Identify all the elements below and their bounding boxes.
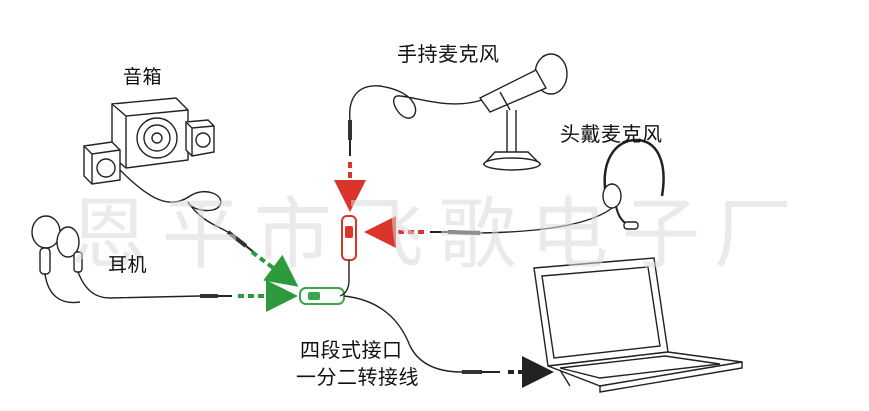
- earphone-label: 耳机: [108, 254, 148, 276]
- earphone-icon: [31, 215, 232, 304]
- splitter-adapter-icon: [299, 215, 500, 374]
- speaker-label: 音箱: [123, 66, 163, 88]
- adapter-label-line1: 四段式接口: [300, 338, 403, 362]
- handheld-microphone-icon: [348, 53, 568, 171]
- handheld-mic-label: 手持麦克风: [397, 42, 500, 66]
- laptop-icon: [533, 257, 743, 393]
- speaker-icon: [83, 97, 257, 255]
- headset-mic-label: 头戴麦克风: [560, 122, 663, 146]
- adapter-label-line2: 一分二转接线: [296, 365, 419, 389]
- headset-microphone-icon: [430, 138, 665, 235]
- arrow-speaker-to-adapter: [250, 250, 299, 287]
